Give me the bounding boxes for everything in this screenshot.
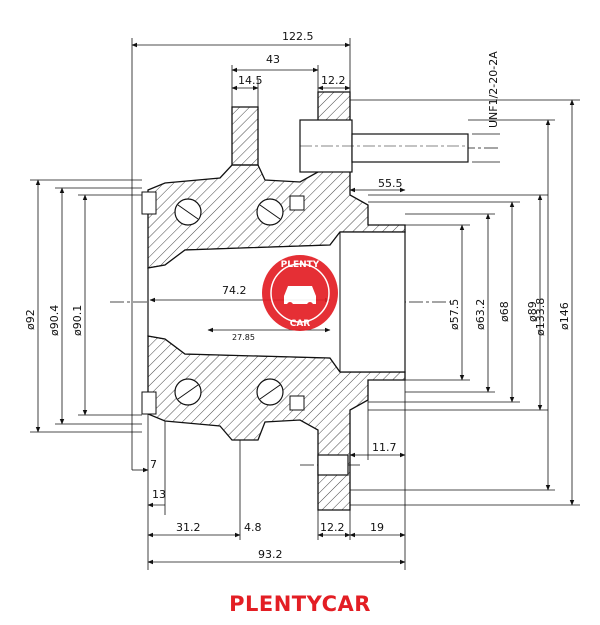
stamp-top-text: PLENTY [281, 260, 320, 270]
dim-bearing-offset: 31.2 [176, 521, 201, 534]
dim-gap: 4.8 [244, 521, 262, 534]
dim-d92: ø92 [24, 309, 37, 330]
hub-drawing: 122.5 43 14.5 12.2 55.5 74.2 27.85 7 13 … [24, 30, 580, 570]
lower-stud [317, 454, 349, 476]
dim-d57-5: ø57.5 [448, 299, 461, 330]
dim-d89: ø89 [526, 301, 539, 322]
dim-pilot-length: 19 [370, 521, 384, 534]
dim-d146: ø146 [558, 302, 571, 330]
dim-stud-length: 55.5 [378, 177, 403, 190]
dim-d68: ø68 [498, 301, 511, 322]
wheel-stud [299, 119, 469, 173]
brand-name: PLENTYCAR [229, 592, 371, 616]
dim-bore-length: 74.2 [222, 284, 247, 297]
stamp-bottom-text: CAR [290, 319, 311, 329]
dim-top-flange-thickness: 12.2 [321, 74, 346, 87]
dim-inner-offset: 27.85 [232, 333, 255, 342]
dim-d90-1: ø90.1 [71, 305, 84, 336]
dim-d90-4: ø90.4 [48, 305, 61, 336]
dim-d133-8: ø133.8 [534, 298, 547, 336]
dim-flange-to-stud: 43 [266, 53, 280, 66]
thread-spec: UNF1/2-20-2A [487, 51, 500, 128]
dim-overall-length: 122.5 [282, 30, 314, 43]
dim-seal-offset: 7 [150, 458, 157, 471]
dim-d63-2: ø63.2 [474, 299, 487, 330]
brand-stamp: PLENTY CAR [262, 255, 338, 331]
dim-hub-length: 93.2 [258, 548, 283, 561]
dim-bottom-flange-thickness: 12.2 [320, 521, 345, 534]
dim-stud-projection: 11.7 [372, 441, 397, 454]
dimension-labels: 122.5 43 14.5 12.2 55.5 74.2 27.85 7 13 … [24, 30, 571, 561]
dim-top-left-width: 14.5 [238, 74, 263, 87]
seals [141, 191, 305, 415]
dim-seal-width: 13 [152, 488, 166, 501]
